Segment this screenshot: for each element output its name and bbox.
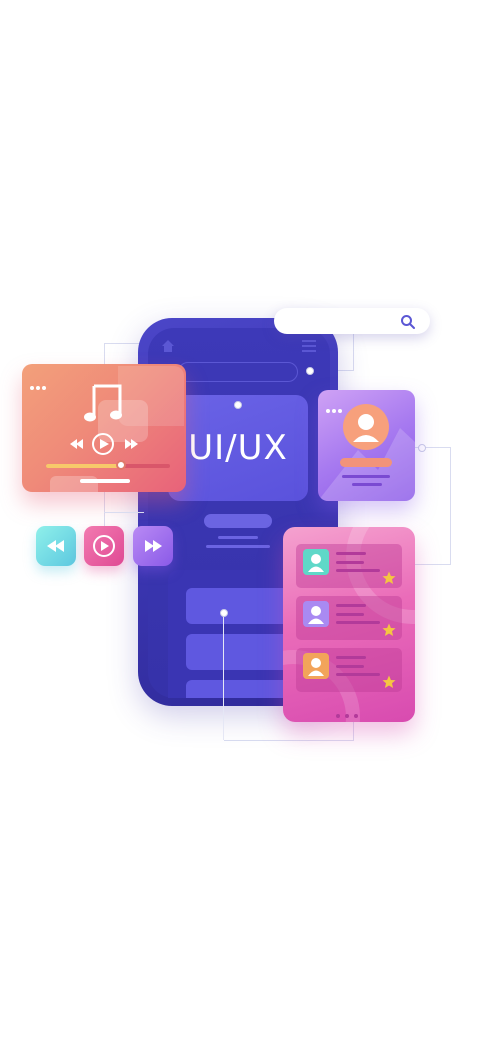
connector-line xyxy=(224,740,354,741)
user-avatar-icon xyxy=(303,653,329,679)
music-note-icon xyxy=(84,384,122,422)
fast-forward-icon xyxy=(145,540,162,552)
window-dots xyxy=(326,398,344,417)
list-item[interactable] xyxy=(186,680,306,698)
window-dots xyxy=(30,375,48,394)
text-line-placeholder xyxy=(342,475,390,478)
decorative-panel xyxy=(118,366,184,426)
fast-forward-button[interactable] xyxy=(133,526,173,566)
connector-dot xyxy=(220,609,228,617)
text-line-placeholder xyxy=(352,483,382,486)
player-controls xyxy=(70,433,138,455)
user-avatar-icon xyxy=(303,601,329,627)
text-line-placeholder xyxy=(336,656,366,659)
rewind-icon xyxy=(47,540,64,552)
connector-line xyxy=(353,330,354,371)
connector-line xyxy=(104,492,105,528)
rewind-button[interactable] xyxy=(36,526,76,566)
connector-dot xyxy=(306,367,314,375)
text-line-placeholder xyxy=(206,545,270,548)
text-line-placeholder xyxy=(218,536,258,539)
user-avatar-icon xyxy=(303,549,329,575)
connector-line xyxy=(104,343,105,365)
star-icon[interactable] xyxy=(382,570,396,584)
connector-line xyxy=(406,564,451,565)
connector-dot xyxy=(234,401,242,409)
connector-line xyxy=(450,447,451,565)
search-icon[interactable] xyxy=(400,314,416,330)
play-icon xyxy=(92,433,114,455)
ui-ux-label: UI/UX xyxy=(188,428,288,468)
ui-ux-title-card: UI/UX xyxy=(168,395,308,501)
star-icon[interactable] xyxy=(382,674,396,688)
text-line-placeholder xyxy=(336,552,366,555)
text-line-placeholder xyxy=(336,665,364,668)
text-line-placeholder xyxy=(336,673,380,676)
avatar-icon xyxy=(343,404,389,450)
text-line-placeholder xyxy=(336,604,366,607)
connector-dot xyxy=(418,444,426,452)
page-indicator[interactable] xyxy=(336,703,363,722)
text-line-placeholder xyxy=(336,569,380,572)
play-icon xyxy=(93,535,115,557)
search-bar[interactable] xyxy=(274,308,430,334)
star-icon[interactable] xyxy=(382,622,396,636)
play-button[interactable] xyxy=(84,526,124,566)
rewind-icon xyxy=(70,439,83,449)
text-line-placeholder xyxy=(336,613,364,616)
primary-button-placeholder[interactable] xyxy=(204,514,272,528)
connector-line xyxy=(415,447,451,448)
connector-line xyxy=(353,722,354,741)
text-line-placeholder xyxy=(336,561,364,564)
fast-forward-icon xyxy=(125,439,138,449)
menu-icon[interactable] xyxy=(302,340,316,352)
profile-name-placeholder xyxy=(340,458,392,467)
progress-handle[interactable] xyxy=(116,460,126,470)
connector-line xyxy=(223,612,224,740)
address-bar[interactable] xyxy=(178,362,298,382)
home-icon[interactable] xyxy=(160,338,176,354)
text-line-placeholder xyxy=(336,621,380,624)
connector-line xyxy=(104,512,144,513)
progress-fill xyxy=(46,464,120,468)
text-line-placeholder xyxy=(80,479,130,483)
